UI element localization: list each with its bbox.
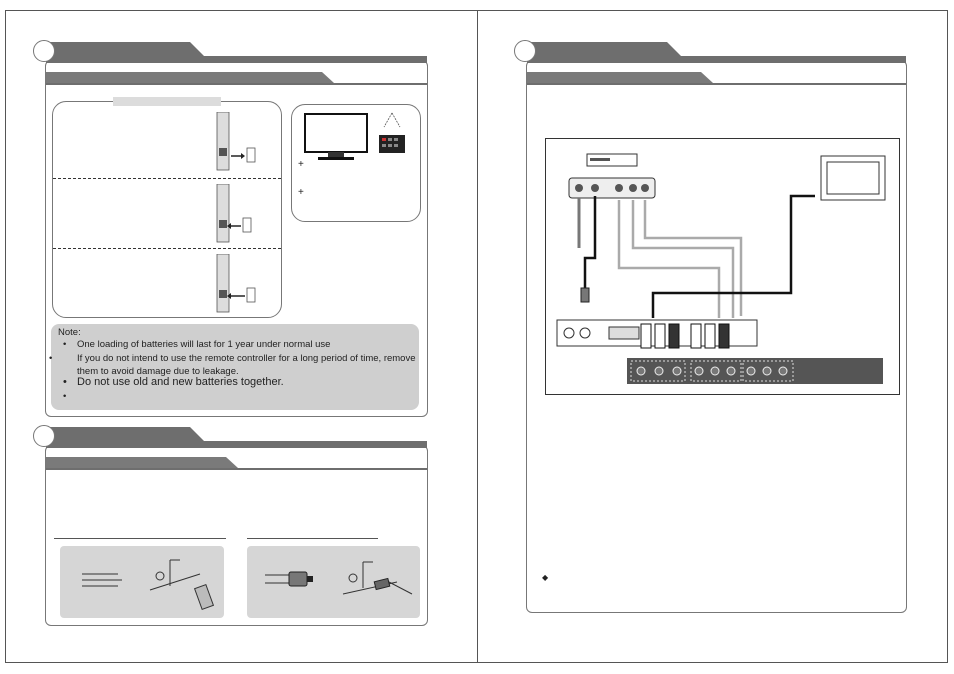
note-item: • If you do not intend to use the remote … (49, 352, 427, 378)
right-section-number-circle (514, 40, 536, 62)
left-section-2-subheader (46, 457, 238, 468)
remote-battery-step-2-illustration (216, 184, 252, 243)
coax-cable-heading-underline (247, 538, 378, 539)
right-section-tab (527, 42, 681, 56)
left-section-1-subheader-rule (46, 83, 427, 85)
tv-panel-bullet: + (298, 187, 304, 198)
page-border (5, 10, 948, 663)
dashed-separator (53, 178, 281, 179)
left-section-1-subheader (46, 72, 334, 83)
footnote-bullet-icon: ◆ (542, 573, 549, 582)
remote-battery-step-3-illustration (216, 254, 256, 313)
flat-cable-illustration-box (60, 546, 224, 618)
remote-battery-step-1-illustration (216, 112, 256, 171)
left-section-1-tab (46, 42, 204, 56)
page-divider (477, 10, 478, 663)
note-item: • One loading of batteries will last for … (63, 338, 413, 351)
tv-set-illustration (304, 113, 368, 160)
note-text: If you do not intend to use the remote c… (77, 353, 416, 377)
antenna-cable-heading-underline (54, 538, 226, 539)
battery-note-box: Note: • One loading of batteries will las… (49, 324, 419, 410)
note-text: Do not use old and new batteries togethe… (77, 376, 284, 388)
left-section-2-tab (46, 427, 204, 441)
right-section-subheader (527, 72, 713, 83)
left-section-2-subheader-rule (46, 468, 427, 470)
note-item: • Do not use old and new batteries togeth… (63, 376, 413, 389)
note-bullet: • (63, 391, 67, 402)
antenna-remote-illustration (379, 112, 405, 153)
battery-instructions-panel (52, 97, 282, 318)
note-text: One loading of batteries will last for 1… (77, 339, 331, 350)
left-section-1-number-circle (33, 40, 55, 62)
dashed-separator (53, 248, 281, 249)
left-section-1-rule (46, 56, 427, 63)
av-connection-diagram (545, 138, 900, 395)
tv-antenna-panel: + + (291, 104, 421, 222)
note-item: • (63, 390, 413, 403)
note-title: Note: (58, 327, 81, 338)
left-section-2-number-circle (33, 425, 55, 447)
right-section-rule (527, 56, 906, 63)
coax-plug-illustration (265, 561, 413, 595)
right-section-subheader-rule (527, 83, 906, 85)
note-bullet: • (63, 376, 67, 388)
note-bullet: • (63, 339, 67, 350)
tv-panel-bullet: + (298, 159, 304, 170)
left-section-2-rule (46, 441, 427, 448)
flat-cable-adapter-illustration (82, 559, 215, 611)
battery-panel-title-bar (113, 97, 221, 106)
note-bullet: • (49, 353, 53, 364)
coax-cable-illustration-box (247, 546, 420, 618)
